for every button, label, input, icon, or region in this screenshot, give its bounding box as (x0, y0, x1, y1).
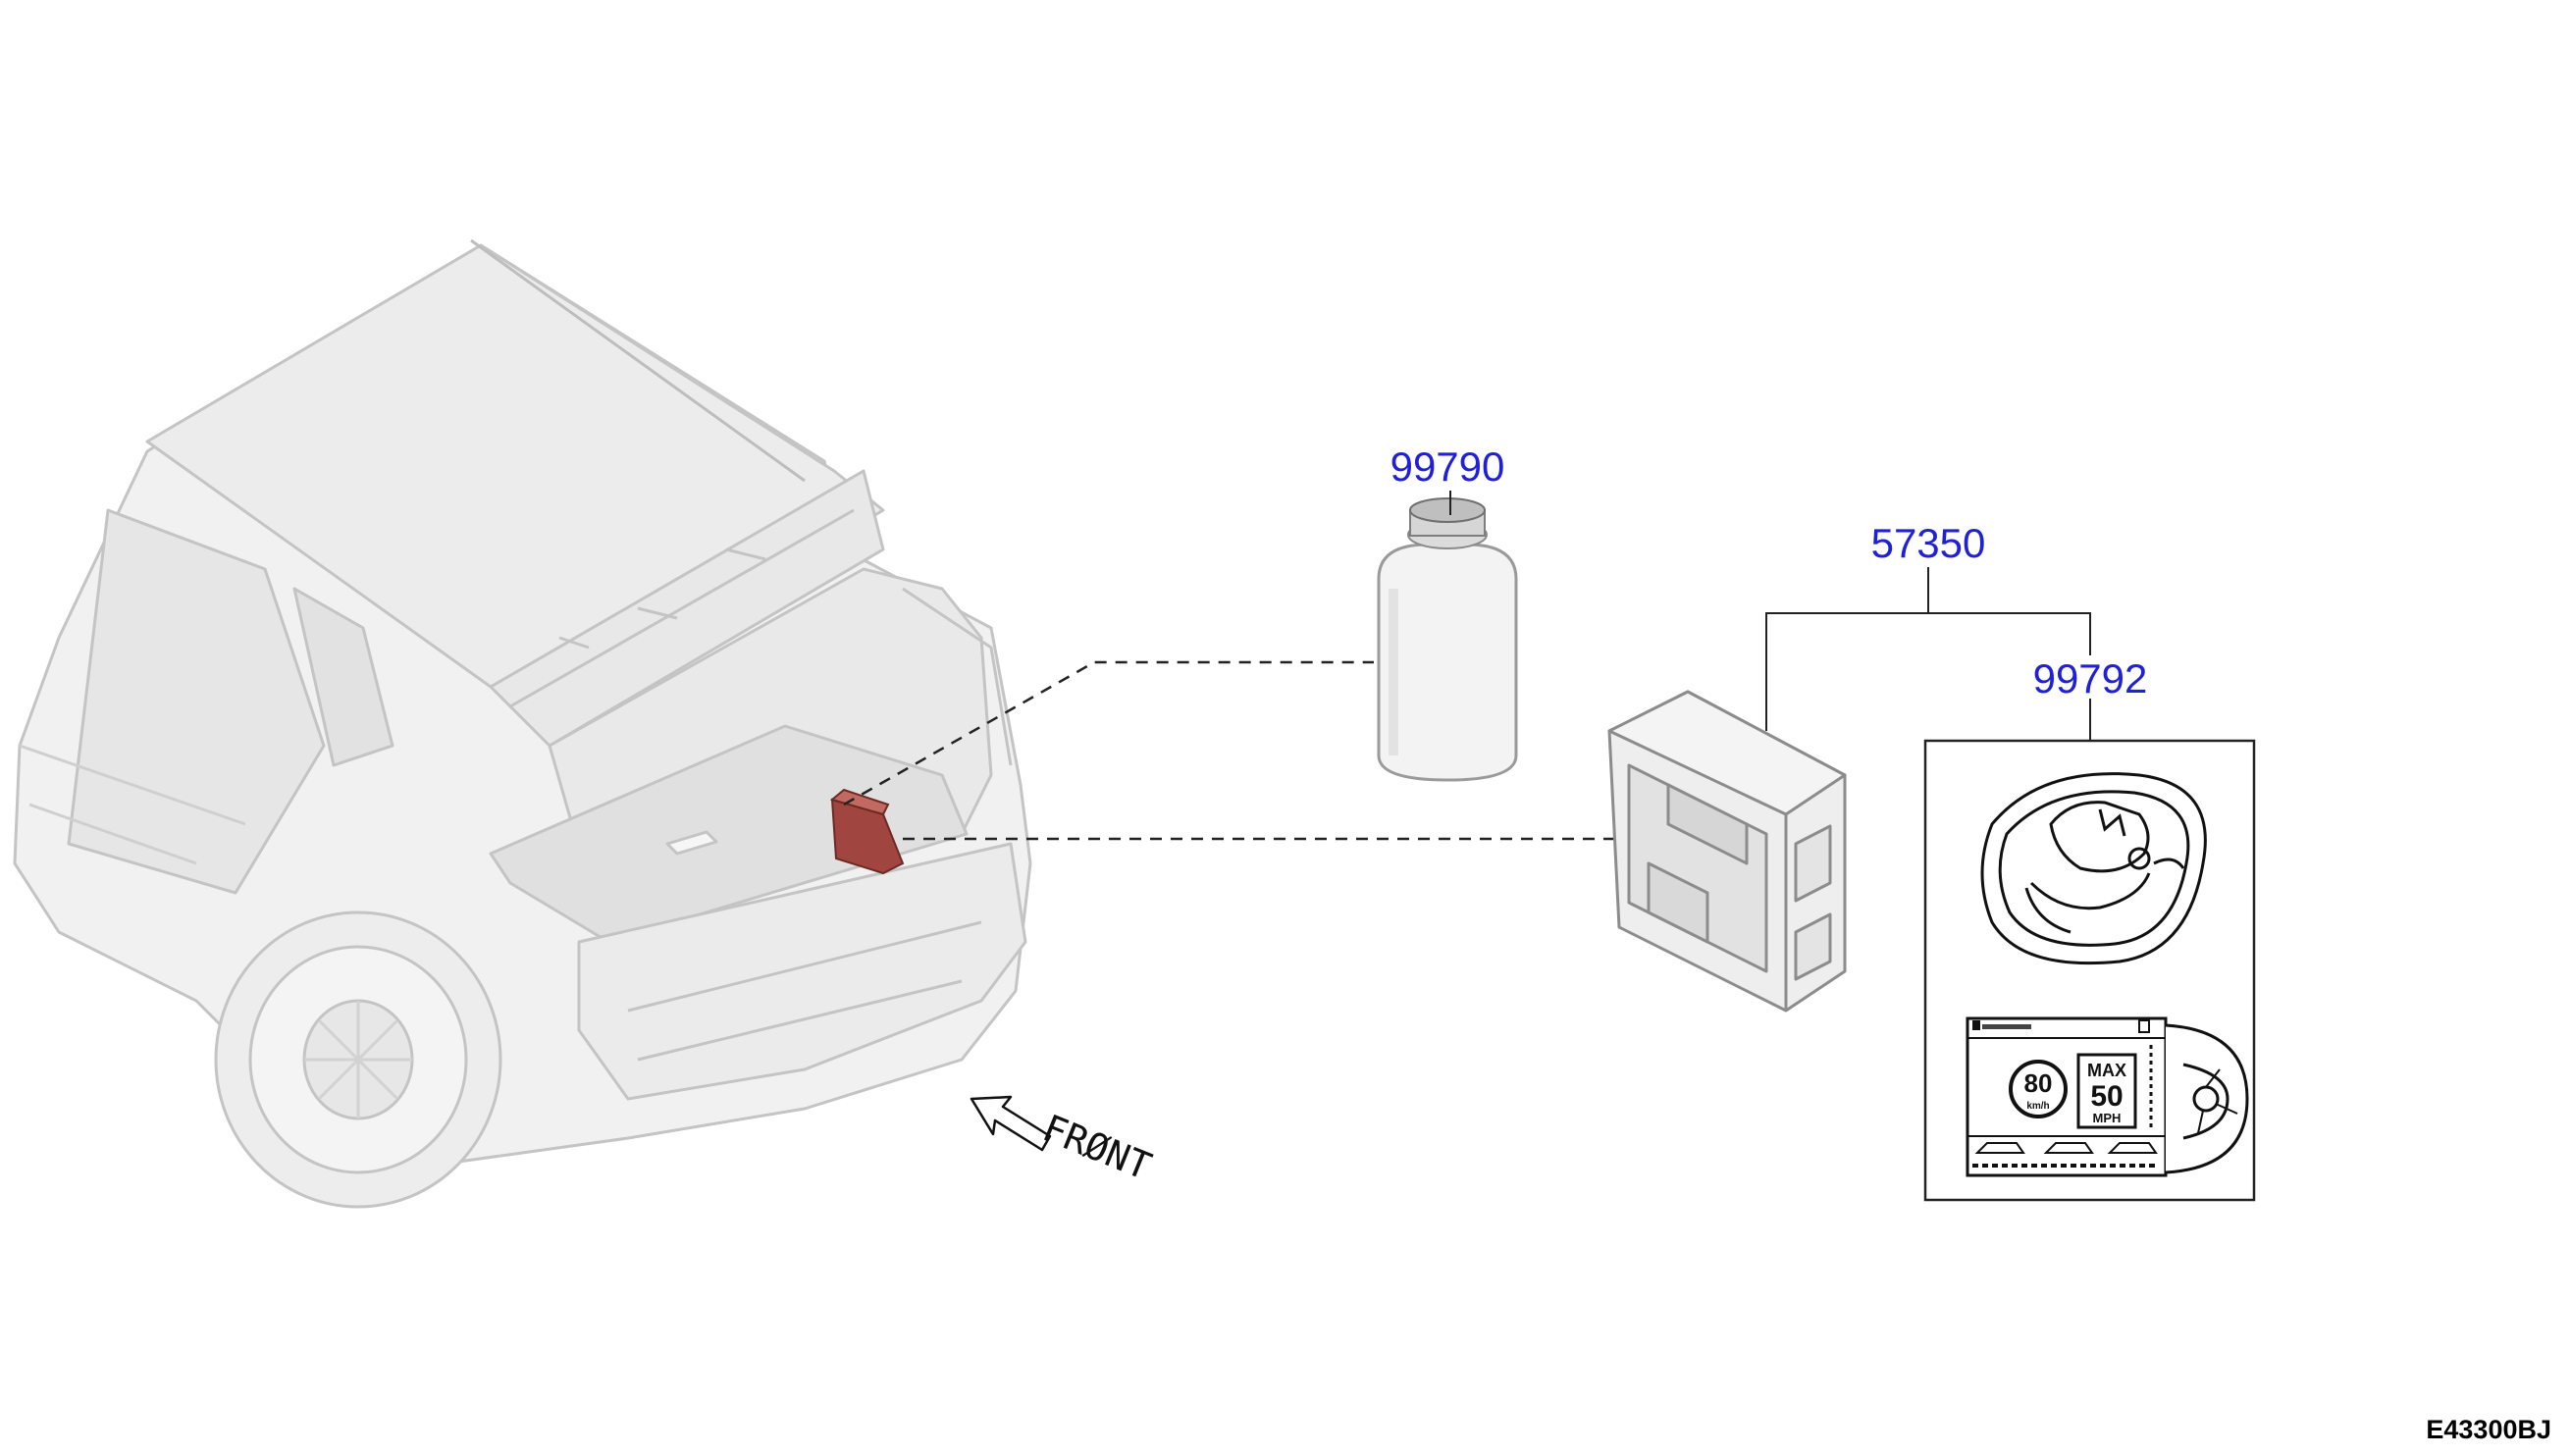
sealant-bottle (1377, 497, 1518, 782)
dashed-leader-lines (843, 660, 1624, 841)
kit-location-highlight (829, 788, 905, 875)
max-label: MAX (2087, 1061, 2126, 1080)
part-number-99792: 99792 (2033, 655, 2148, 702)
front-direction-arrow (970, 1095, 1052, 1152)
part-number-99790: 99790 (1390, 443, 1505, 490)
vehicle-illustration (13, 238, 1032, 1209)
leader-bottle (843, 660, 1374, 806)
instruction-card: 80 km/h MAX 50 MPH (1966, 1016, 2249, 1177)
tyre-repair-kit-case (1607, 690, 1847, 1013)
speed-unit: km/h (2026, 1101, 2049, 1112)
speed-value: 80 (2024, 1068, 2053, 1098)
front-label: FRØNT (1037, 1107, 1158, 1189)
part-number-57350: 57350 (1871, 520, 1986, 566)
max-value: 50 (2090, 1080, 2123, 1113)
compressor-hose-illustration (1980, 772, 2207, 965)
kit-callout-bracket (1765, 567, 2091, 741)
figure-code: E43300BJ (2426, 1415, 2551, 1444)
max-unit: MPH (2093, 1111, 2122, 1125)
